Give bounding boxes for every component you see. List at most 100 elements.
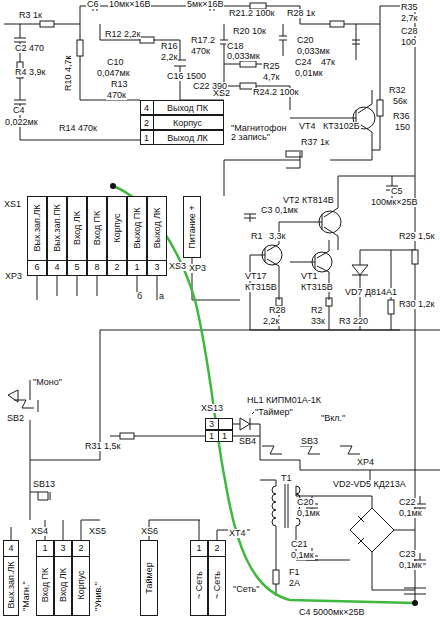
connector-pin-cell: 11 — [205, 430, 233, 442]
resistor-symbol — [40, 21, 54, 27]
label: VT2 КТ814В — [282, 196, 335, 205]
label: F1 — [288, 568, 301, 577]
connector-pin-cell: 8 Вход ПК — [87, 196, 107, 276]
pin-label: 8 — [94, 263, 99, 272]
pin-label: Корпус — [173, 118, 202, 127]
capacitor-symbol — [306, 496, 426, 564]
label: XT4 — [228, 529, 247, 538]
junction-dot — [412, 600, 418, 606]
wire — [11, 520, 250, 540]
connector-pin-cell: 5Вход ЛК — [67, 196, 87, 276]
label: C10 — [106, 58, 125, 67]
label: SB4 — [238, 437, 257, 446]
resistor-symbol — [140, 37, 154, 43]
label: R24.2 100к — [252, 88, 299, 97]
cell: Корпус — [153, 116, 222, 129]
label: R25 — [262, 62, 281, 71]
label: VT1 — [300, 272, 319, 281]
cell: Вход ЛК — [55, 556, 71, 614]
label: VD7 Д814А1 — [344, 288, 398, 297]
label: R20 10к — [232, 27, 267, 36]
cell-divider — [128, 260, 146, 261]
label: SB2 — [6, 414, 25, 423]
label: 2,2к — [160, 53, 178, 62]
connector-pin-cell: 2~ Сеть — [208, 540, 226, 616]
cell-divider — [209, 556, 225, 557]
label: R14 470к — [58, 124, 98, 133]
label: б — [136, 292, 143, 301]
pin-label: ~ Сеть — [195, 571, 204, 599]
cell: Вых.зап.ЛК — [28, 197, 46, 259]
label: C20 — [296, 498, 315, 507]
cell: 2 — [73, 541, 89, 555]
cell-divider — [191, 556, 207, 557]
label: T1 — [280, 474, 293, 483]
cell: 4 — [48, 260, 66, 274]
connector-pin-cell: 2 Корпус — [107, 196, 127, 276]
cell: 1 — [218, 431, 231, 441]
label: C4 — [12, 106, 26, 115]
label: SB3 — [300, 437, 319, 446]
label: 0,1мк — [398, 509, 423, 518]
cell-divider — [28, 260, 46, 261]
cell: Выход ПК — [128, 197, 146, 259]
pin-label: 3 — [154, 263, 159, 272]
fuse-symbol — [273, 570, 279, 584]
label: 470к — [106, 91, 127, 100]
label: 56к — [392, 97, 408, 106]
pin-label: Корпус — [113, 213, 122, 242]
switch-symbol — [14, 400, 38, 412]
label: 4,7к — [262, 73, 280, 82]
cell: Выход ЛК — [153, 131, 222, 144]
cell: Таймер — [141, 541, 157, 615]
cell: Питание + — [184, 197, 200, 257]
cell-divider — [153, 101, 154, 114]
connector-pin-cell: 4Вых.зап.ПК — [47, 196, 67, 276]
label: КТ3102Б — [322, 122, 361, 131]
pin-label: 2 — [114, 263, 119, 272]
resistor-symbol — [412, 250, 418, 264]
cell: 5 — [68, 260, 86, 274]
label: R28 1к — [286, 9, 316, 18]
label: XP3 — [4, 272, 23, 281]
connector-pin-cell: 2 Корпус — [140, 115, 224, 130]
cell: Вход ПК — [37, 556, 53, 614]
label: 33к — [310, 317, 326, 326]
pin-label: 1 — [196, 544, 201, 553]
switch-symbol — [262, 446, 360, 454]
label: 0,047мк — [96, 69, 131, 78]
pin-label: 2 — [214, 544, 219, 553]
label: КТ315В — [300, 283, 334, 292]
label: 0,1мк — [398, 561, 423, 570]
label: R30 1,2к — [398, 300, 435, 309]
pin-label: Корпус — [77, 570, 86, 599]
label: а — [158, 292, 165, 301]
cell-divider — [37, 556, 53, 557]
label: R10 4,7к — [64, 55, 73, 92]
label: C28 — [400, 27, 419, 36]
cell-divider — [68, 260, 86, 261]
label: R36 — [392, 112, 411, 121]
pin-label: Таймер — [145, 562, 154, 593]
cell: Корпус — [73, 556, 89, 614]
label: R37 1к — [300, 138, 330, 147]
resistor-symbol — [326, 298, 332, 306]
junction-dot — [110, 183, 116, 189]
cell: Выход ЛК — [148, 197, 166, 259]
cell: Вых.зап.ПК — [48, 197, 66, 259]
cell-divider — [55, 556, 71, 557]
label: R32 — [388, 86, 407, 95]
label: R2 — [310, 306, 324, 315]
pin-label: 5 — [74, 263, 79, 272]
cell: 2 — [141, 116, 152, 129]
cell-divider — [48, 260, 66, 261]
resistor-symbol — [330, 21, 344, 27]
cell: Корпус — [108, 197, 126, 259]
pin-label: Вход ПК — [93, 211, 102, 246]
label: 3,3к — [268, 232, 286, 241]
wire — [4, 6, 415, 160]
label: XS3 — [168, 262, 187, 271]
pin-label: 1 — [209, 432, 214, 441]
cell: 1 — [141, 131, 152, 144]
pin-label: Вход ПК — [41, 568, 50, 603]
